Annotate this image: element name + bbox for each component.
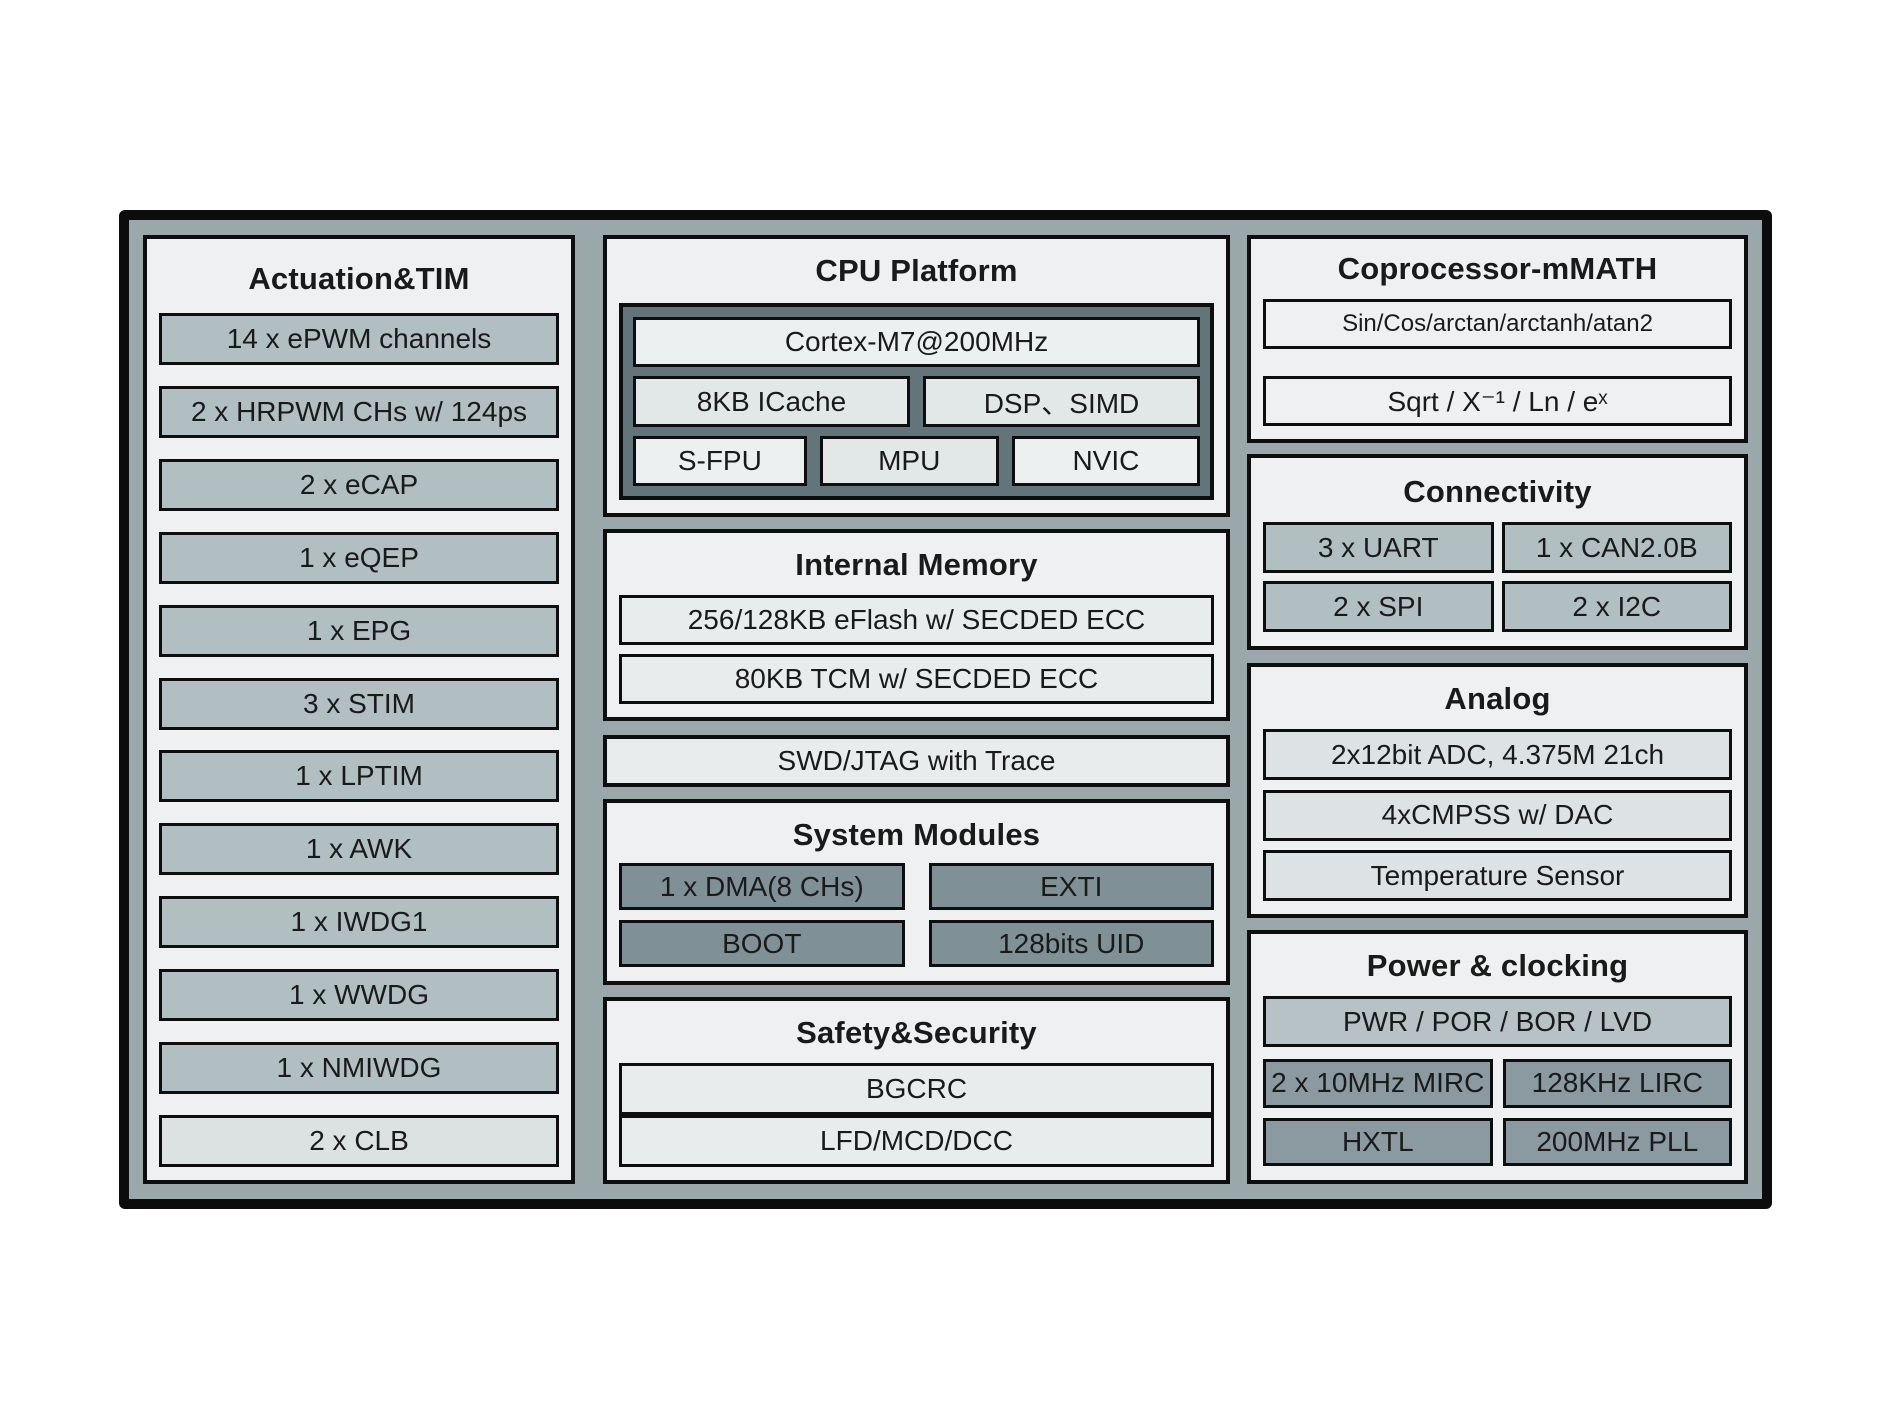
- mpu-cell: MPU: [819, 435, 999, 487]
- actuation-rows: 14 x ePWM channels 2 x HRPWM CHs w/ 124p…: [147, 311, 571, 1180]
- clb-row: 2 x CLB: [159, 1114, 559, 1167]
- can-cell: 1 x CAN2.0B: [1501, 522, 1732, 573]
- lirc-cell: 128KHz LIRC: [1502, 1059, 1732, 1108]
- temp-sensor-row: Temperature Sensor: [1263, 850, 1732, 901]
- wwdg-row: 1 x WWDG: [159, 969, 559, 1022]
- pll-cell: 200MHz PLL: [1502, 1117, 1732, 1166]
- epwm-row: 14 x ePWM channels: [159, 313, 559, 365]
- lptim-row: 1 x LPTIM: [159, 750, 559, 803]
- boot-cell: BOOT: [619, 920, 905, 967]
- safety-security-title: Safety&Security: [796, 1015, 1037, 1050]
- dma-cell: 1 x DMA(8 CHs): [619, 863, 905, 911]
- internal-memory-panel: Internal Memory 256/128KB eFlash w/ SECD…: [603, 529, 1230, 721]
- coprocessor-mmath-panel: Coprocessor-mMATH Sin/Cos/arctan/arctanh…: [1247, 235, 1748, 443]
- eflash-row: 256/128KB eFlash w/ SECDED ECC: [619, 595, 1214, 646]
- i2c-cell: 2 x I2C: [1501, 581, 1732, 632]
- cpu-platform-title: CPU Platform: [815, 253, 1018, 288]
- power-clocking-title: Power & clocking: [1366, 948, 1629, 983]
- system-modules-title: System Modules: [792, 817, 1041, 853]
- trig-functions-row: Sin/Cos/arctan/arctanh/atan2: [1263, 299, 1732, 349]
- system-modules-panel: System Modules 1 x DMA(8 CHs) EXTI BOOT …: [603, 799, 1230, 985]
- stim-row: 3 x STIM: [159, 677, 559, 730]
- eqep-row: 1 x eQEP: [159, 531, 559, 584]
- icache-cell: 8KB ICache: [633, 376, 910, 427]
- epg-row: 1 x EPG: [159, 604, 559, 657]
- uart-cell: 3 x UART: [1263, 522, 1494, 573]
- awk-row: 1 x AWK: [159, 823, 559, 876]
- adc-row: 2x12bit ADC, 4.375M 21ch: [1263, 729, 1732, 780]
- nvic-cell: NVIC: [1011, 435, 1201, 487]
- actuation-tim-title: Actuation&TIM: [248, 261, 470, 296]
- exti-cell: EXTI: [928, 863, 1214, 911]
- nmiwdg-row: 1 x NMIWDG: [159, 1042, 559, 1095]
- actuation-tim-panel: Actuation&TIM 14 x ePWM channels 2 x HRP…: [143, 235, 575, 1184]
- analog-title: Analog: [1444, 681, 1551, 716]
- power-clocking-panel: Power & clocking PWR / POR / BOR / LVD 2…: [1247, 930, 1748, 1184]
- cpu-platform-panel: CPU Platform Cortex-M7@200MHz 8KB ICache…: [603, 235, 1230, 518]
- lfd-mcd-dcc-row: LFD/MCD/DCC: [619, 1115, 1214, 1167]
- dsp-simd-cell: DSP、SIMD: [923, 376, 1200, 427]
- coprocessor-mmath-title: Coprocessor-mMATH: [1337, 251, 1658, 286]
- tcm-row: 80KB TCM w/ SECDED ECC: [619, 653, 1214, 704]
- cmpss-row: 4xCMPSS w/ DAC: [1263, 789, 1732, 841]
- connectivity-title: Connectivity: [1403, 474, 1592, 509]
- sqrt-functions-row: Sqrt / X⁻¹ / Ln / eˣ: [1263, 376, 1732, 426]
- mirc-cell: 2 x 10MHz MIRC: [1263, 1059, 1493, 1108]
- spi-cell: 2 x SPI: [1263, 581, 1494, 632]
- analog-panel: Analog 2x12bit ADC, 4.375M 21ch 4xCMPSS …: [1247, 663, 1748, 918]
- hxtl-cell: HXTL: [1263, 1117, 1493, 1166]
- ecap-row: 2 x eCAP: [159, 458, 559, 511]
- mcu-block-diagram: Actuation&TIM 14 x ePWM channels 2 x HRP…: [119, 210, 1772, 1209]
- pwr-por-bor-lvd-row: PWR / POR / BOR / LVD: [1263, 996, 1732, 1047]
- hrpwm-row: 2 x HRPWM CHs w/ 124ps: [159, 385, 559, 438]
- sfpu-cell: S-FPU: [633, 435, 807, 487]
- safety-security-panel: Safety&Security BGCRC LFD/MCD/DCC: [603, 997, 1230, 1184]
- uid-cell: 128bits UID: [928, 920, 1214, 967]
- cpu-core-container: Cortex-M7@200MHz 8KB ICache DSP、SIMD S-F…: [619, 303, 1214, 501]
- swd-jtag-box: SWD/JTAG with Trace: [603, 734, 1230, 788]
- cortex-core-cell: Cortex-M7@200MHz: [633, 317, 1200, 368]
- iwdg-row: 1 x IWDG1: [159, 896, 559, 949]
- bgcrc-row: BGCRC: [619, 1063, 1214, 1115]
- internal-memory-title: Internal Memory: [795, 547, 1038, 583]
- connectivity-panel: Connectivity 3 x UART 1 x CAN2.0B 2 x SP…: [1247, 454, 1748, 650]
